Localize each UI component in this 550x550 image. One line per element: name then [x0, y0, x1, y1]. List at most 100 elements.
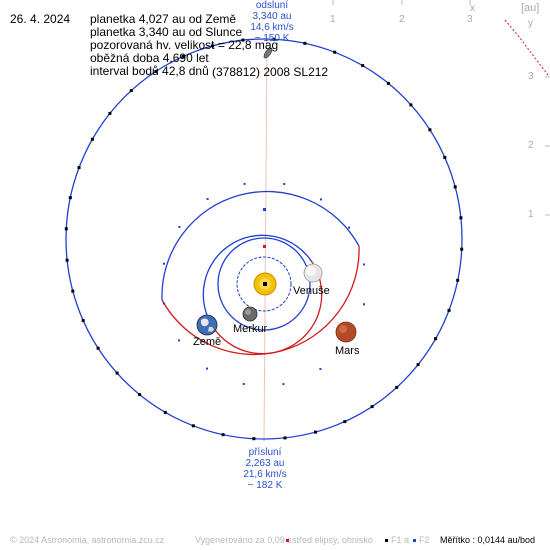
orbit-point: [283, 436, 287, 440]
orbit-point: [162, 302, 165, 305]
axis-ticks: [332, 0, 550, 216]
y-tick-2: 2: [528, 140, 534, 151]
orbit-point: [90, 137, 94, 141]
orbit-point: [206, 198, 209, 200]
mars-label: Mars: [335, 345, 360, 357]
orbit-point: [386, 81, 390, 85]
orbit-point: [447, 308, 451, 312]
asteroid-orbit-center-marker: [263, 208, 266, 211]
orbit-point: [241, 38, 245, 42]
asteroid-icon: [263, 47, 273, 59]
orbit-point: [81, 319, 85, 323]
perihelion-speed: 21,6 km/s: [243, 469, 287, 480]
earth-orbit-blue: [202, 234, 313, 328]
orbit-point: [154, 69, 158, 73]
orbit-point: [456, 278, 460, 282]
orbit-point: [453, 185, 457, 189]
legend-a-label: a: [404, 535, 410, 545]
mars-orbit-center-marker: [263, 245, 266, 248]
orbit-point: [191, 424, 195, 428]
orbit-point: [96, 346, 100, 350]
mercury-label: Merkur: [233, 323, 268, 335]
orbit-point: [163, 262, 165, 265]
orbit-point: [395, 385, 399, 389]
orbit-point: [71, 289, 75, 293]
orbit-point: [409, 103, 413, 107]
orbit-point: [319, 368, 322, 370]
orbit-point: [108, 111, 112, 115]
orbit-point: [416, 363, 420, 367]
orbit-point: [361, 64, 365, 68]
apsides-line: [263, 35, 268, 443]
mars-orbit-red: [161, 245, 360, 356]
orbit-point: [242, 383, 245, 385]
y-tick-3: 3: [528, 71, 534, 82]
date-label: 26. 4. 2024: [10, 12, 71, 26]
orbit-point: [115, 371, 119, 375]
orbit-point: [459, 216, 463, 220]
outer-orbit-arc: [504, 19, 549, 76]
axis-x-letter: x: [470, 3, 475, 14]
axis-unit: [au]: [521, 2, 540, 14]
orbit-point: [252, 437, 256, 441]
scale-label: Měřítko : 0,0144 au/bod: [440, 535, 536, 545]
perihelion-title: přísluní: [248, 447, 282, 458]
legend-f1-label: F1: [391, 535, 402, 545]
venus-label: Venuše: [293, 285, 330, 297]
aphelion-label: odsluní 3,340 au 14,6 km/s ~ 150 K: [246, 0, 298, 44]
orbit-point: [282, 383, 285, 386]
info-line-earth-distance: planetka 4,027 au od Země: [90, 12, 237, 26]
object-name: (378812) 2008 SL212: [212, 65, 329, 79]
orbit-point: [129, 89, 133, 93]
asteroid-orbit: [65, 38, 463, 440]
orbit-point: [272, 37, 276, 41]
aphelion-title: odsluní: [255, 0, 289, 11]
x-tick-1: 1: [330, 14, 336, 25]
earth-orbit-red: [212, 261, 323, 355]
orbit-point: [303, 41, 307, 45]
orbit-point: [65, 258, 69, 262]
footer-copyright[interactable]: © 2024 Astronomia, astronomia.zcu.cz: [10, 535, 165, 545]
orbit-point: [443, 155, 447, 159]
x-tick-3: 3: [467, 14, 473, 25]
orbit-point: [211, 44, 214, 48]
mercury-orbit: [236, 256, 292, 312]
venus-icon: [303, 263, 323, 283]
mars-orbit-blue: [161, 190, 360, 301]
perihelion-distance: 2,263 au: [245, 458, 285, 469]
earth-label: Země: [193, 336, 222, 348]
mercury-icon: [242, 306, 258, 322]
orbit-point: [138, 393, 142, 397]
info-line-period: oběžná doba 4,690 let: [90, 51, 209, 65]
x-tick-2: 2: [399, 14, 405, 25]
mars-icon: [335, 321, 357, 343]
orbit-point: [363, 263, 366, 266]
orbit-point: [181, 54, 185, 58]
legend-center-label: střed elipsy, ohnisko: [292, 535, 373, 545]
orbit-point: [243, 182, 246, 185]
orbit-point: [178, 339, 180, 342]
orbit-point: [428, 128, 432, 132]
orbit-point: [77, 166, 81, 170]
perihelion-temperature: ~ 182 K: [247, 480, 283, 491]
legend-f1-dot: [385, 539, 388, 542]
orbit-point: [343, 420, 347, 424]
info-line-magnitude: pozorovaná hv. velikost = 22,8 mag: [90, 38, 279, 52]
orbit-point: [178, 226, 181, 228]
orbit-point: [434, 337, 438, 341]
legend-f2-label: F2: [419, 535, 430, 545]
orbit-point-markers: [64, 37, 464, 441]
orbit-point: [314, 430, 317, 434]
orbit-point: [206, 367, 208, 370]
info-line-interval: interval bodů 42,8 dnů: [90, 64, 209, 78]
orbit-point: [320, 198, 322, 201]
aphelion-speed: 14,6 km/s: [250, 22, 294, 33]
orbit-point: [348, 226, 350, 229]
legend-center-dot: [286, 539, 289, 542]
sun-icon: [253, 272, 277, 296]
perihelion-label: přísluní 2,263 au 21,6 km/s ~ 182 K: [236, 447, 294, 491]
y-tick-1: 1: [528, 209, 534, 220]
legend-f2-dot: [413, 539, 416, 542]
orbit-point: [370, 405, 374, 409]
